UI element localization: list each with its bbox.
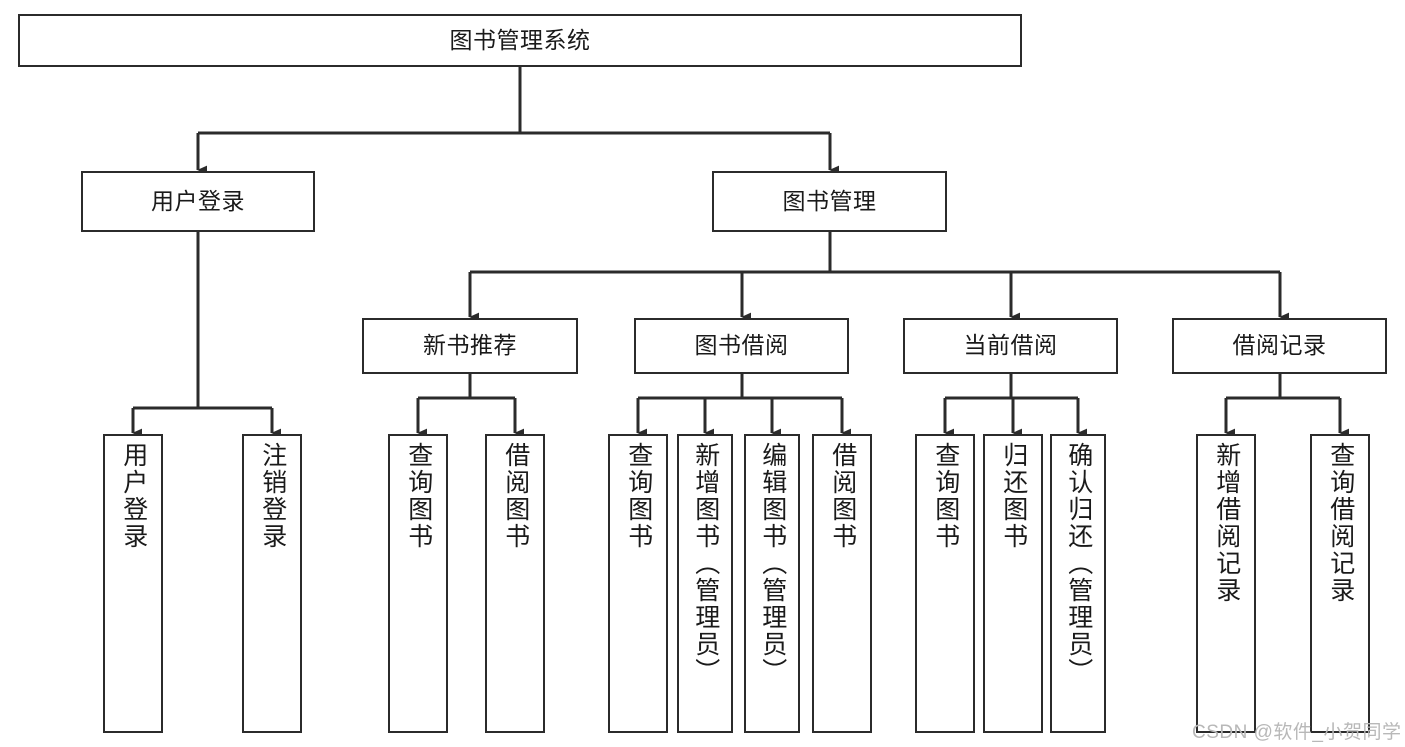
node-leaf-logout[interactable]: 注销登录 xyxy=(242,434,302,733)
node-label-leaf-logout: 注销登录 xyxy=(258,442,287,550)
node-label-leaf-borrow-books: 借阅图书 xyxy=(828,442,857,550)
node-leaf-edit-book-admin[interactable]: 编辑图书（管理员） xyxy=(744,434,800,733)
node-label-leaf-add-borrow-record: 新增借阅记录 xyxy=(1212,442,1241,604)
node-label-leaf-add-book-admin: 新增图书（管理员） xyxy=(691,442,720,685)
node-borrow-record[interactable]: 借阅记录 xyxy=(1172,318,1387,374)
node-leaf-borrow-books[interactable]: 借阅图书 xyxy=(812,434,872,733)
node-leaf-query-borrow-record[interactable]: 查询借阅记录 xyxy=(1310,434,1370,733)
node-leaf-borrow-books-recommend[interactable]: 借阅图书 xyxy=(485,434,545,733)
node-leaf-query-books-current[interactable]: 查询图书 xyxy=(915,434,975,733)
node-leaf-return-books[interactable]: 归还图书 xyxy=(983,434,1043,733)
node-label-leaf-query-books-current: 查询图书 xyxy=(931,442,960,550)
node-label-leaf-borrow-books-recommend: 借阅图书 xyxy=(501,442,530,550)
node-leaf-query-books-borrow[interactable]: 查询图书 xyxy=(608,434,668,733)
node-label-leaf-query-books-recommend: 查询图书 xyxy=(404,442,433,550)
node-label-current-borrow: 当前借阅 xyxy=(963,332,1058,359)
node-label-leaf-edit-book-admin: 编辑图书（管理员） xyxy=(758,442,787,685)
node-label-book-borrow: 图书借阅 xyxy=(694,332,789,359)
node-current-borrow[interactable]: 当前借阅 xyxy=(903,318,1118,374)
node-new-book-recommend[interactable]: 新书推荐 xyxy=(362,318,578,374)
node-book-management[interactable]: 图书管理 xyxy=(712,171,947,232)
node-root[interactable]: 图书管理系统 xyxy=(18,14,1022,67)
node-label-root: 图书管理系统 xyxy=(449,26,591,53)
node-label-new-book-recommend: 新书推荐 xyxy=(423,332,517,359)
node-label-user-login: 用户登录 xyxy=(151,187,245,214)
node-leaf-user-login[interactable]: 用户登录 xyxy=(103,434,163,733)
watermark-text: CSDN @软件_小贺同学 xyxy=(1192,722,1402,743)
node-label-leaf-query-borrow-record: 查询借阅记录 xyxy=(1326,442,1355,604)
node-label-book-management: 图书管理 xyxy=(782,187,877,214)
node-label-leaf-user-login: 用户登录 xyxy=(119,442,148,550)
node-leaf-add-book-admin[interactable]: 新增图书（管理员） xyxy=(677,434,733,733)
node-leaf-query-books-recommend[interactable]: 查询图书 xyxy=(388,434,448,733)
node-leaf-confirm-return-admin[interactable]: 确认归还（管理员） xyxy=(1050,434,1106,733)
edges xyxy=(131,67,1350,438)
node-user-login[interactable]: 用户登录 xyxy=(81,171,315,232)
node-label-leaf-confirm-return-admin: 确认归还（管理员） xyxy=(1064,442,1093,685)
node-label-leaf-query-books-borrow: 查询图书 xyxy=(624,442,653,550)
node-label-borrow-record: 借阅记录 xyxy=(1232,332,1327,359)
node-leaf-add-borrow-record[interactable]: 新增借阅记录 xyxy=(1196,434,1256,733)
node-book-borrow[interactable]: 图书借阅 xyxy=(634,318,849,374)
node-label-leaf-return-books: 归还图书 xyxy=(999,442,1028,550)
